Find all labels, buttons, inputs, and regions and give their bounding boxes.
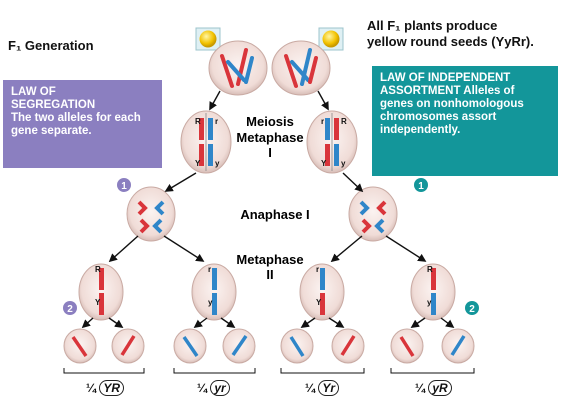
svg-text:y: y xyxy=(208,298,213,307)
yellow-seed-right-icon xyxy=(318,27,344,51)
metaphase-ii-cell-1 xyxy=(78,263,124,321)
f1-produce-line-1: All F₁ plants produce xyxy=(367,18,498,33)
step-marker-right-2: 2 xyxy=(465,301,479,315)
gamete-fraction-yr-recessive: ¼ yr xyxy=(197,380,230,396)
metaphase-ii-word: Metaphase xyxy=(236,252,304,267)
svg-text:R: R xyxy=(95,265,101,274)
svg-text:r: r xyxy=(215,117,218,126)
segregation-title-line-2: SEGREGATION xyxy=(11,99,96,111)
svg-text:1: 1 xyxy=(121,181,127,192)
svg-text:2: 2 xyxy=(469,304,475,315)
f1-produce-line-2: yellow round seeds (YyRr). xyxy=(367,34,534,49)
gamete-4-fraction: ¼ xyxy=(415,381,426,395)
metaphase-ii-label: Metaphase II xyxy=(232,252,308,282)
meiosis-label: Meiosis xyxy=(246,114,294,129)
gamete-2-genotype: yr xyxy=(210,380,230,396)
segregation-body: The two alleles for each gene separate. xyxy=(11,112,141,137)
assortment-title-line-2: ASSORTMENT xyxy=(380,85,461,97)
assortment-title-line-1: LAW OF INDEPENDENT xyxy=(380,72,511,84)
svg-text:R: R xyxy=(341,117,347,126)
svg-text:Y: Y xyxy=(321,159,327,168)
anaphase-i-label: Anaphase I xyxy=(240,207,310,222)
metaphase-i-cell-left xyxy=(180,110,232,174)
metaphase-i-word: Metaphase xyxy=(236,130,304,145)
svg-text:y: y xyxy=(215,159,220,168)
svg-text:y: y xyxy=(427,298,432,307)
step-marker-right-1: 1 xyxy=(414,178,428,192)
anaphase-i-cell-left xyxy=(126,186,176,242)
step-marker-left-2: 2 xyxy=(63,301,77,315)
svg-text:y: y xyxy=(341,159,346,168)
yellow-seed-left-icon xyxy=(195,27,221,51)
metaphase-i-numeral: I xyxy=(268,145,272,160)
allele-labels: R r Y y r R Y y R Y r y r Y R y xyxy=(95,117,433,307)
gamete-2-fraction: ¼ xyxy=(197,381,208,395)
metaphase-i-label: Metaphase I xyxy=(232,130,308,160)
metaphase-ii-cell-3 xyxy=(299,263,345,321)
metaphase-ii-cell-2 xyxy=(191,263,237,321)
svg-text:r: r xyxy=(316,265,319,274)
f1-cell-right xyxy=(271,40,331,96)
metaphase-i-cell-right xyxy=(306,110,358,174)
f1-generation-label: F₁ Generation xyxy=(8,38,94,53)
gamete-1-genotype: YR xyxy=(99,380,125,396)
svg-text:Y: Y xyxy=(195,159,201,168)
svg-text:R: R xyxy=(195,117,201,126)
gamete-1-fraction: ¼ xyxy=(86,381,97,395)
gamete-4-genotype: yR xyxy=(428,380,452,396)
svg-text:r: r xyxy=(321,117,324,126)
gamete-brackets xyxy=(63,368,475,374)
svg-text:Y: Y xyxy=(316,298,322,307)
svg-text:R: R xyxy=(427,265,433,274)
metaphase-ii-numeral: II xyxy=(266,267,274,282)
svg-text:1: 1 xyxy=(418,181,424,192)
segregation-title-line-1: LAW OF xyxy=(11,86,56,98)
law-of-segregation-box: LAW OF SEGREGATION The two alleles for e… xyxy=(3,80,162,168)
svg-text:r: r xyxy=(208,265,211,274)
gamete-3-fraction: ¼ xyxy=(305,381,316,395)
gamete-cells xyxy=(63,328,475,364)
f1-cell-left xyxy=(208,40,268,96)
gamete-fraction-yr-mixed-2: ¼ yR xyxy=(415,380,452,396)
svg-text:2: 2 xyxy=(67,304,73,315)
metaphase-ii-cell-4 xyxy=(410,263,456,321)
assortment-body: Alleles of genes on nonhomologous chromo… xyxy=(380,85,524,136)
anaphase-i-cell-right xyxy=(348,186,398,242)
flow-arrows xyxy=(81,90,455,329)
gamete-fraction-yr-mixed-1: ¼ Yr xyxy=(305,380,340,396)
law-of-independent-assortment-box: LAW OF INDEPENDENT ASSORTMENT Alleles of… xyxy=(372,66,558,176)
gamete-3-genotype: Yr xyxy=(318,380,340,396)
gamete-fraction-yr-dominant: ¼ YR xyxy=(86,380,125,396)
step-marker-left-1: 1 xyxy=(117,178,131,192)
f1-produce-note: All F₁ plants produce yellow round seeds… xyxy=(367,18,534,50)
svg-text:Y: Y xyxy=(95,298,101,307)
